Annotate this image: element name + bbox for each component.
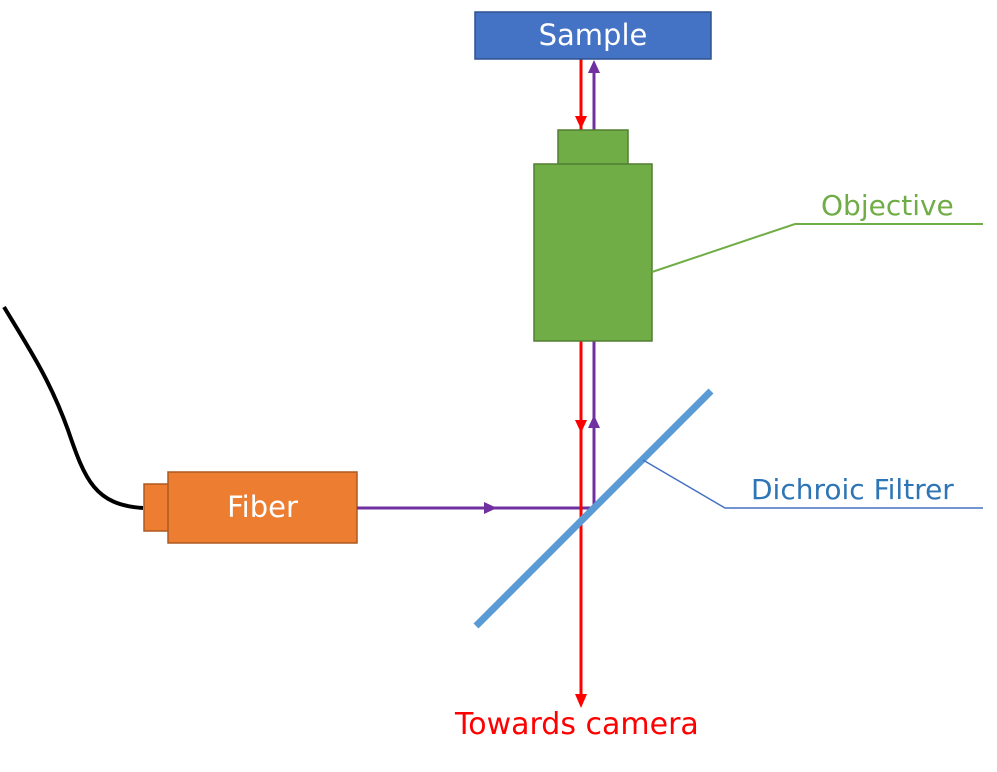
towards-camera-label: Towards camera (455, 707, 699, 742)
objective-body (533, 163, 653, 342)
objective-tip (557, 129, 629, 166)
objective-callout-line (651, 223, 983, 273)
sample-box (474, 11, 712, 60)
dichroic-callout-line (642, 459, 983, 509)
fiber-cable (2, 305, 144, 510)
fiber-connector (143, 483, 170, 532)
dichroic-filter-label: Dichroic Filtrer (751, 473, 954, 506)
fiber-label: Fiber (227, 490, 298, 524)
red-arrowhead-bottom (575, 694, 587, 708)
purple-arrowhead-horizontal (484, 502, 497, 514)
objective-label: Objective (821, 189, 954, 222)
purple-arrowhead-upper (588, 60, 600, 73)
fiber-body (167, 471, 358, 544)
dichroic-filter (473, 388, 714, 629)
purple-arrowhead-lower (588, 415, 600, 428)
red-arrowhead-middle (575, 420, 587, 433)
red-arrowhead-upper (575, 116, 587, 129)
sample-label: Sample (538, 18, 648, 52)
